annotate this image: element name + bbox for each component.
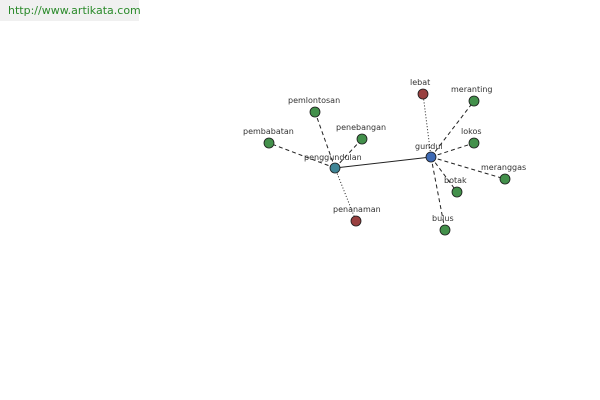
- node-dot-penggundulan[interactable]: [329, 162, 341, 174]
- node-penggundulan[interactable]: penggundulan: [304, 153, 362, 174]
- node-dot-pembabatan[interactable]: [263, 137, 275, 149]
- node-lokos[interactable]: lokos: [461, 127, 482, 149]
- node-meranting[interactable]: meranting: [451, 85, 492, 107]
- edge-penggundulan-pemlontosan: [314, 111, 336, 169]
- node-dot-botak[interactable]: [451, 186, 463, 198]
- node-dot-penanaman[interactable]: [350, 215, 362, 227]
- edges-layer: [268, 93, 506, 231]
- edge-gundul-meranggas: [430, 156, 506, 180]
- node-dot-bulus[interactable]: [439, 224, 451, 236]
- node-label-pemlontosan[interactable]: pemlontosan: [288, 96, 340, 105]
- node-pembabatan[interactable]: pembabatan: [243, 127, 294, 149]
- node-dot-lokos[interactable]: [468, 137, 480, 149]
- edge-gundul-bulus: [430, 156, 446, 231]
- node-label-lokos[interactable]: lokos: [461, 127, 482, 136]
- node-penanaman[interactable]: penanaman: [333, 205, 381, 227]
- nodes-layer: lebat meranting lokos meranggas botak bulus pe…: [243, 78, 526, 236]
- node-penebangan[interactable]: penebangan: [336, 123, 386, 145]
- edge-gundul-lokos: [430, 142, 475, 158]
- node-label-pembabatan[interactable]: pembabatan: [243, 127, 294, 136]
- node-pemlontosan[interactable]: pemlontosan: [288, 96, 340, 118]
- watermark-bar: http://www.artikata.com: [0, 0, 141, 21]
- node-dot-penebangan[interactable]: [356, 133, 368, 145]
- node-dot-gundul[interactable]: [425, 151, 437, 163]
- node-label-bulus[interactable]: bulus: [432, 214, 454, 223]
- node-lebat[interactable]: lebat: [410, 78, 430, 100]
- node-bulus[interactable]: bulus: [432, 214, 454, 236]
- node-dot-lebat[interactable]: [417, 88, 429, 100]
- edge-penggundulan-pembabatan: [268, 142, 336, 169]
- node-dot-meranting[interactable]: [468, 95, 480, 107]
- node-label-penebangan[interactable]: penebangan: [336, 123, 386, 132]
- node-meranggas[interactable]: meranggas: [481, 163, 526, 185]
- edge-gundul-botak: [430, 156, 458, 193]
- node-label-lebat[interactable]: lebat: [410, 78, 430, 87]
- node-label-penggundulan[interactable]: penggundulan: [304, 153, 362, 162]
- node-dot-meranggas[interactable]: [499, 173, 511, 185]
- edge-penggundulan-penanaman: [334, 167, 357, 222]
- node-label-meranting[interactable]: meranting: [451, 85, 492, 94]
- edge-gundul-meranting: [430, 100, 475, 158]
- watermark-link[interactable]: http://www.artikata.com: [8, 4, 141, 17]
- edge-gundul-penggundulan: [334, 156, 432, 169]
- node-dot-pemlontosan[interactable]: [309, 106, 321, 118]
- node-label-gundul[interactable]: gundul: [415, 142, 443, 151]
- node-label-botak[interactable]: botak: [444, 176, 467, 185]
- node-label-meranggas[interactable]: meranggas: [481, 163, 526, 172]
- node-gundul[interactable]: gundul: [415, 142, 443, 163]
- node-botak[interactable]: botak: [444, 176, 467, 198]
- node-label-penanaman[interactable]: penanaman: [333, 205, 381, 214]
